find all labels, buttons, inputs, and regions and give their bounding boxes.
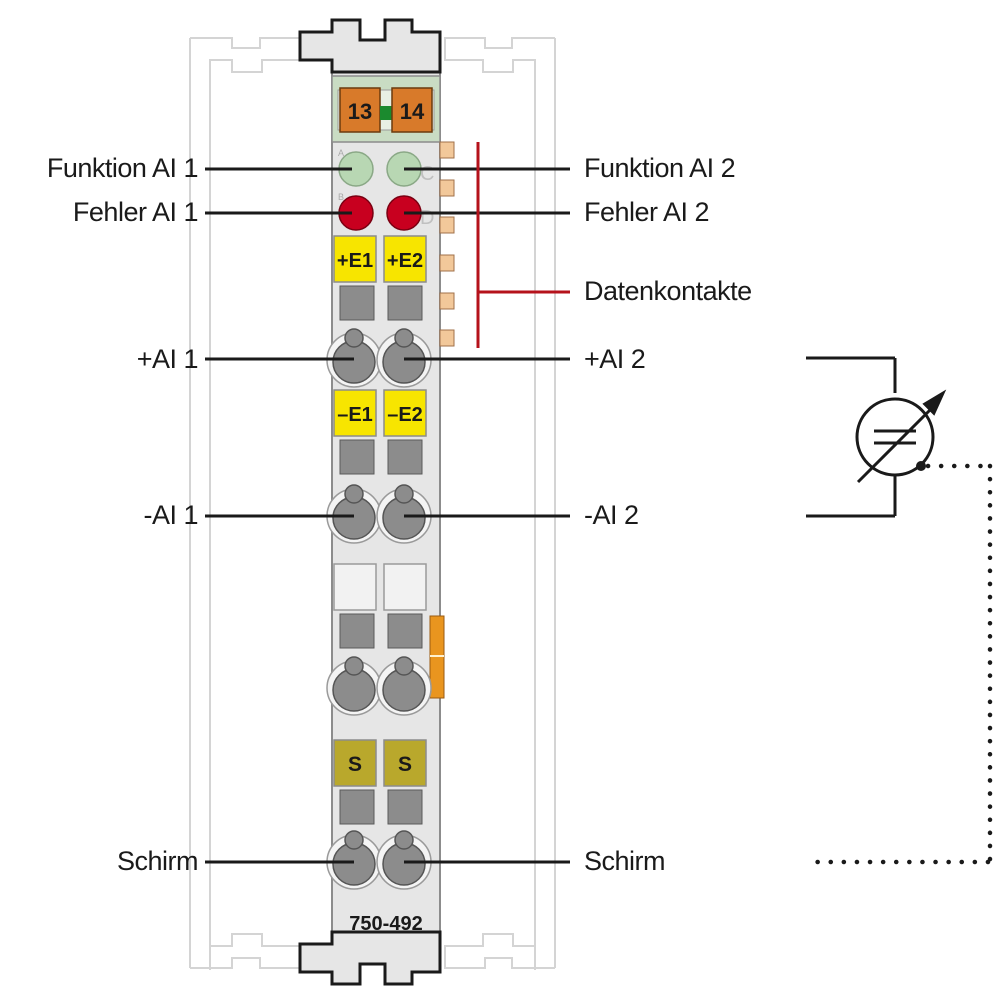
part-number: 750-492 [349,913,422,935]
label-shield-1: S [348,753,362,776]
label-fehler-ai1: Fehler AI 1 [72,197,199,227]
label-funktion-ai2: Funktion AI 2 [584,153,736,183]
label-plus-e1: +E1 [337,250,373,272]
leader-lines-left [205,167,354,864]
jumper-label-13: 13 [348,99,372,124]
label-plus-ai2: +AI 2 [584,344,646,374]
sensor-symbol-icon [806,356,947,518]
led-letter-c: C [420,163,434,185]
label-minus-e1: –E1 [337,404,373,426]
power-jumper-14: 14 [391,87,433,133]
terminal-minus: –E1 –E2 [333,389,427,475]
led-section: A C B D [338,148,434,231]
label-minus-ai2: -AI 2 [584,500,639,530]
label-minus-e2: –E2 [387,404,423,426]
led-letter-d: D [420,207,434,229]
label-fehler-ai2: Fehler AI 2 [584,197,710,227]
datenkontakte-bracket [476,142,570,348]
led-letter-a: A [338,148,344,158]
led-letter-b: B [338,192,344,202]
power-jumper-13: 13 [339,87,381,133]
terminal-plus: +E1 +E2 [333,235,427,321]
label-minus-ai1: -AI 1 [143,500,198,530]
leader-lines-right [404,167,570,864]
terminal-empty [333,563,445,699]
label-funktion-ai1: Funktion AI 1 [46,153,199,183]
label-plus-e2: +E2 [387,250,423,272]
label-plus-ai1: +AI 1 [136,344,199,374]
jumper-green-bridge [380,106,392,120]
label-schirm-right: Schirm [584,846,666,876]
label-datenkontakte: Datenkontakte [584,276,752,306]
shield-dotted-line [805,463,993,865]
label-schirm-left: Schirm [116,846,199,876]
terminal-shield: S S [333,739,427,825]
label-shield-2: S [398,753,412,776]
data-contacts [439,141,455,347]
jumper-label-14: 14 [400,99,425,124]
